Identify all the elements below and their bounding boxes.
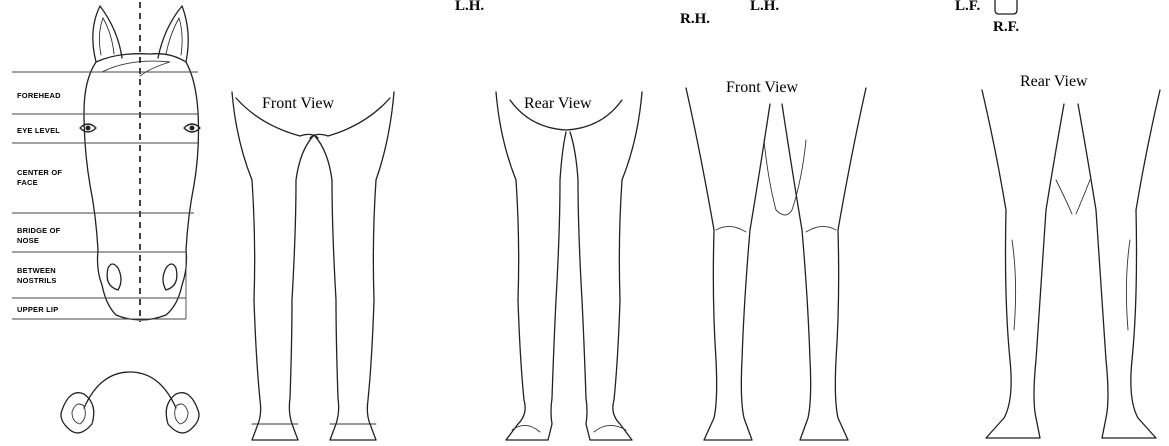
label-between-nostrils-2: NOSTRILS: [17, 276, 57, 285]
rh-mark: R.H.: [680, 11, 710, 27]
fore-front-view-title: Front View: [726, 79, 799, 96]
rf-mark: R.F.: [993, 19, 1019, 35]
label-upper-lip: UPPER LIP: [17, 305, 58, 314]
fore-legs-rear-view: Rear View: [982, 73, 1160, 438]
hind-legs-rear-view: Rear View: [496, 92, 642, 440]
label-center-of-face-1: CENTER OF: [17, 168, 62, 177]
hind-legs-front-view: Front View: [232, 92, 394, 440]
head-left-nostril: [107, 264, 121, 290]
fore-rear-view-title: Rear View: [1020, 73, 1088, 90]
lf-mark: L.F.: [955, 0, 981, 14]
head-right-nostril: [163, 264, 177, 290]
hind-rear-view-title: Rear View: [524, 95, 592, 112]
label-bridge-of-nose-1: BRIDGE OF: [17, 226, 61, 235]
lh-mark-1: L.H.: [455, 0, 484, 14]
label-eye-level: EYE LEVEL: [17, 126, 60, 135]
left-nostril-icon: [61, 393, 94, 433]
rf-hoof-box-icon: [995, 0, 1017, 14]
label-center-of-face-2: FACE: [17, 178, 38, 187]
hind-front-view-title: Front View: [262, 95, 335, 112]
nostril-detail: [61, 372, 199, 433]
head-outline: [84, 54, 199, 320]
horse-head-chart: FOREHEAD EYE LEVEL CENTER OF FACE BRIDGE…: [12, 2, 200, 322]
lh-mark-2: L.H.: [750, 0, 779, 14]
label-between-nostrils-1: BETWEEN: [17, 266, 56, 275]
right-nostril-icon: [166, 393, 199, 433]
fore-legs-front-view: Front View: [686, 79, 866, 440]
left-ear-icon: [93, 6, 122, 62]
label-forehead: FOREHEAD: [17, 91, 61, 100]
label-bridge-of-nose-2: NOSE: [17, 236, 39, 245]
